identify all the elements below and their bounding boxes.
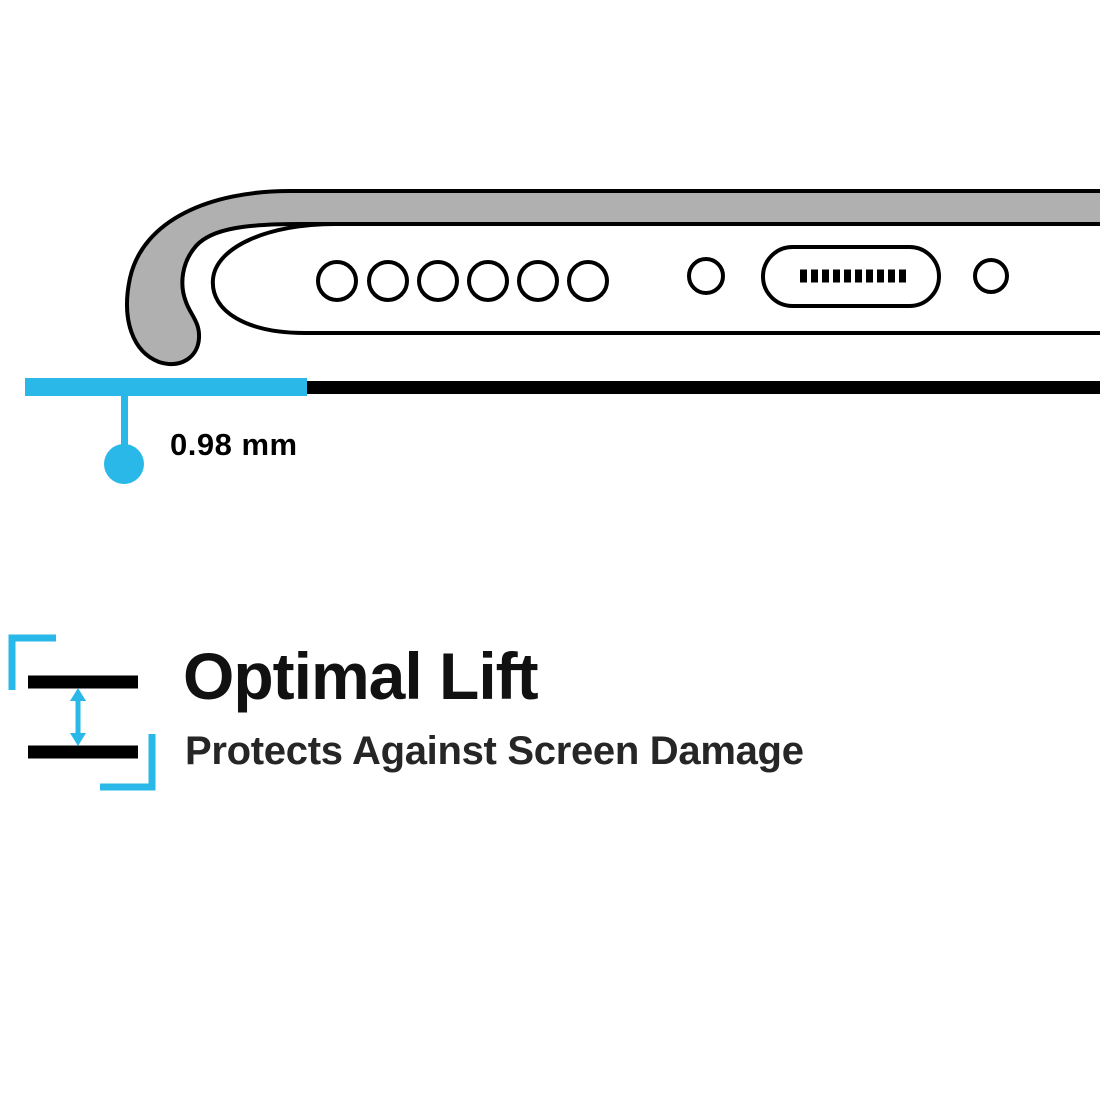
measurement-pointer-stem — [121, 396, 128, 448]
phone-case-cross-section — [25, 189, 1100, 484]
microphone-hole — [687, 257, 725, 295]
measurement-pointer-dot — [104, 444, 144, 484]
surface-line-accent — [25, 378, 307, 396]
speaker-hole — [467, 260, 509, 302]
case-lip — [125, 189, 1100, 366]
double-arrow-icon — [70, 688, 86, 746]
measurement-label: 0.98 mm — [170, 427, 298, 462]
speaker-holes — [316, 260, 609, 302]
feature-title: Optimal Lift — [183, 639, 539, 713]
charging-port — [761, 245, 941, 308]
bracket-bottom-right-icon — [100, 734, 156, 791]
speaker-hole — [316, 260, 358, 302]
screw-hole — [973, 258, 1009, 294]
lift-gap-icon — [8, 634, 156, 791]
speaker-hole — [417, 260, 459, 302]
speaker-hole — [517, 260, 559, 302]
surface-line-dark — [307, 381, 1100, 394]
bracket-top-left-icon — [8, 634, 56, 690]
speaker-hole — [367, 260, 409, 302]
feature-subtitle: Protects Against Screen Damage — [185, 729, 804, 773]
speaker-hole — [567, 260, 609, 302]
